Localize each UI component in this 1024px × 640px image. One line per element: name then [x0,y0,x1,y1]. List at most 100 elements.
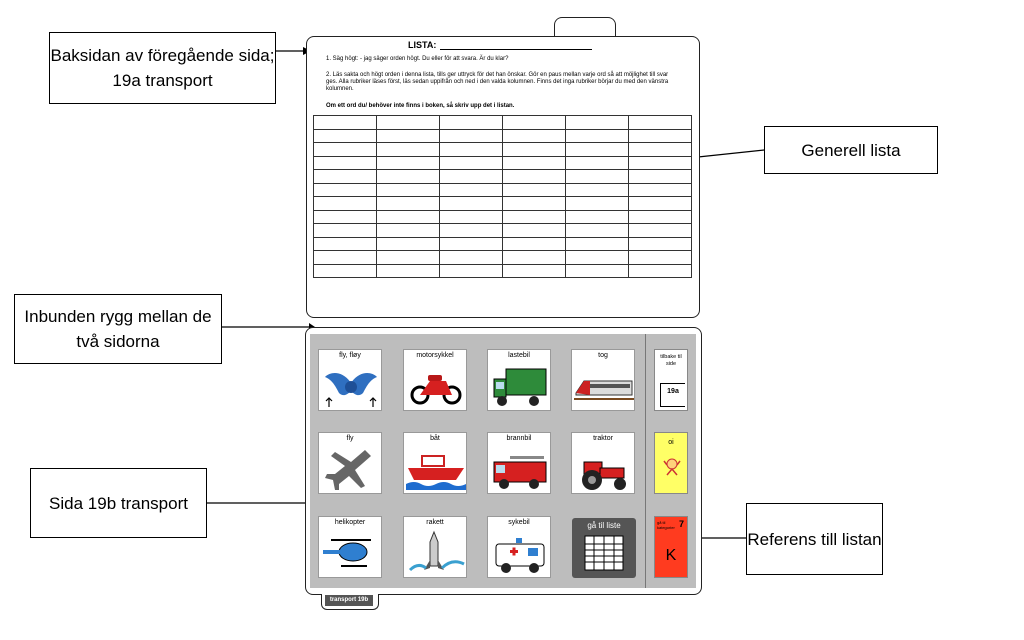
list-table-cell[interactable] [376,142,440,157]
cell-rakett[interactable]: rakett [403,516,467,578]
list-table-cell[interactable] [313,169,377,184]
list-table-cell[interactable] [376,209,440,224]
list-table-cell[interactable] [502,236,566,251]
list-table-cell[interactable] [313,142,377,157]
list-table-cell[interactable] [502,196,566,211]
list-table-cell[interactable] [376,263,440,278]
list-table-cell[interactable] [628,263,692,278]
list-table-cell[interactable] [439,115,503,130]
list-table-cell[interactable] [628,223,692,238]
cell-helikopter[interactable]: helikopter [318,516,382,578]
list-table-cell[interactable] [628,128,692,143]
list-table-cell[interactable] [565,155,629,170]
list-table-cell[interactable] [313,196,377,211]
cell-motorsykkel[interactable]: motorsykkel [403,349,467,411]
list-table-row [313,182,692,197]
list-table-cell[interactable] [439,263,503,278]
list-table-cell[interactable] [376,236,440,251]
list-table-cell[interactable] [628,142,692,157]
list-table-cell[interactable] [565,209,629,224]
ambulance-icon [495,538,545,573]
list-table-cell[interactable] [313,236,377,251]
list-table-cell[interactable] [376,128,440,143]
list-table-cell[interactable] [313,155,377,170]
goto-list-button[interactable]: gå til liste [572,518,636,578]
list-table-cell[interactable] [313,209,377,224]
list-table-cell[interactable] [439,142,503,157]
list-table-cell[interactable] [439,250,503,265]
list-table-cell[interactable] [565,250,629,265]
list-table-cell[interactable] [565,142,629,157]
list-table-cell[interactable] [313,115,377,130]
list-table-cell[interactable] [565,196,629,211]
boat-icon [406,455,466,490]
list-table-cell[interactable] [376,250,440,265]
list-table-cell[interactable] [376,223,440,238]
list-table-cell[interactable] [565,115,629,130]
list-table-cell[interactable] [565,223,629,238]
list-table-cell[interactable] [376,182,440,197]
list-table-cell[interactable] [628,115,692,130]
list-title: LISTA: [408,40,437,50]
category-button[interactable]: gå til kategorier 7 K [654,516,688,578]
list-table-cell[interactable] [502,169,566,184]
list-table-cell[interactable] [565,169,629,184]
list-table-cell[interactable] [565,182,629,197]
list-table-cell[interactable] [376,196,440,211]
list-table-cell[interactable] [565,263,629,278]
category-letter: K [665,547,677,564]
list-table-cell[interactable] [565,128,629,143]
list-table-cell[interactable] [313,223,377,238]
list-table-cell[interactable] [502,182,566,197]
list-table-cell[interactable] [376,155,440,170]
list-table-cell[interactable] [628,236,692,251]
wings-icon [325,373,377,407]
list-table-cell[interactable] [628,182,692,197]
list-table-cell[interactable] [502,223,566,238]
list-table-cell[interactable] [439,155,503,170]
list-table-cell[interactable] [313,263,377,278]
cell-brannbil[interactable]: brannbil [487,432,551,494]
list-table-cell[interactable] [439,169,503,184]
list-table-cell[interactable] [313,250,377,265]
list-table-cell[interactable] [502,142,566,157]
callout-backside: Baksidan av föregående sida; 19a transpo… [49,32,276,104]
list-table-cell[interactable] [628,250,692,265]
list-table-cell[interactable] [439,236,503,251]
list-table-cell[interactable] [502,263,566,278]
list-table-cell[interactable] [439,223,503,238]
list-table-cell[interactable] [502,115,566,130]
cell-label: fly, fløy [339,352,361,359]
list-table-cell[interactable] [628,196,692,211]
cell-fly-floy[interactable]: fly, fløy [318,349,382,411]
airplane-icon [325,450,371,490]
list-table-cell[interactable] [439,196,503,211]
cell-lastebil[interactable]: lastebil [487,349,551,411]
list-table-row [313,250,692,265]
list-table-cell[interactable] [313,128,377,143]
list-table-cell[interactable] [439,128,503,143]
cell-traktor[interactable]: traktor [571,432,635,494]
list-table-cell[interactable] [439,209,503,224]
list-table-cell[interactable] [628,209,692,224]
list-table-cell[interactable] [376,115,440,130]
list-table-cell[interactable] [376,169,440,184]
list-table-cell[interactable] [628,169,692,184]
list-table-cell[interactable] [502,209,566,224]
list-table-cell[interactable] [502,155,566,170]
callout-spine: Inbunden rygg mellan de två sidorna [14,294,222,364]
cell-sykebil[interactable]: sykebil [487,516,551,578]
list-table-cell[interactable] [628,155,692,170]
helicopter-icon [323,539,371,567]
back-to-page-button[interactable]: tilbake til side 19a [654,349,688,411]
list-table-cell[interactable] [439,182,503,197]
cell-tog[interactable]: tog [571,349,635,411]
list-table-cell[interactable] [502,250,566,265]
callout-general-list: Generell lista [764,126,938,174]
list-table-cell[interactable] [313,182,377,197]
cell-fly[interactable]: fly [318,432,382,494]
list-table-cell[interactable] [502,128,566,143]
oi-button[interactable]: oi [654,432,688,494]
cell-bat[interactable]: båt [403,432,467,494]
list-table-cell[interactable] [565,236,629,251]
